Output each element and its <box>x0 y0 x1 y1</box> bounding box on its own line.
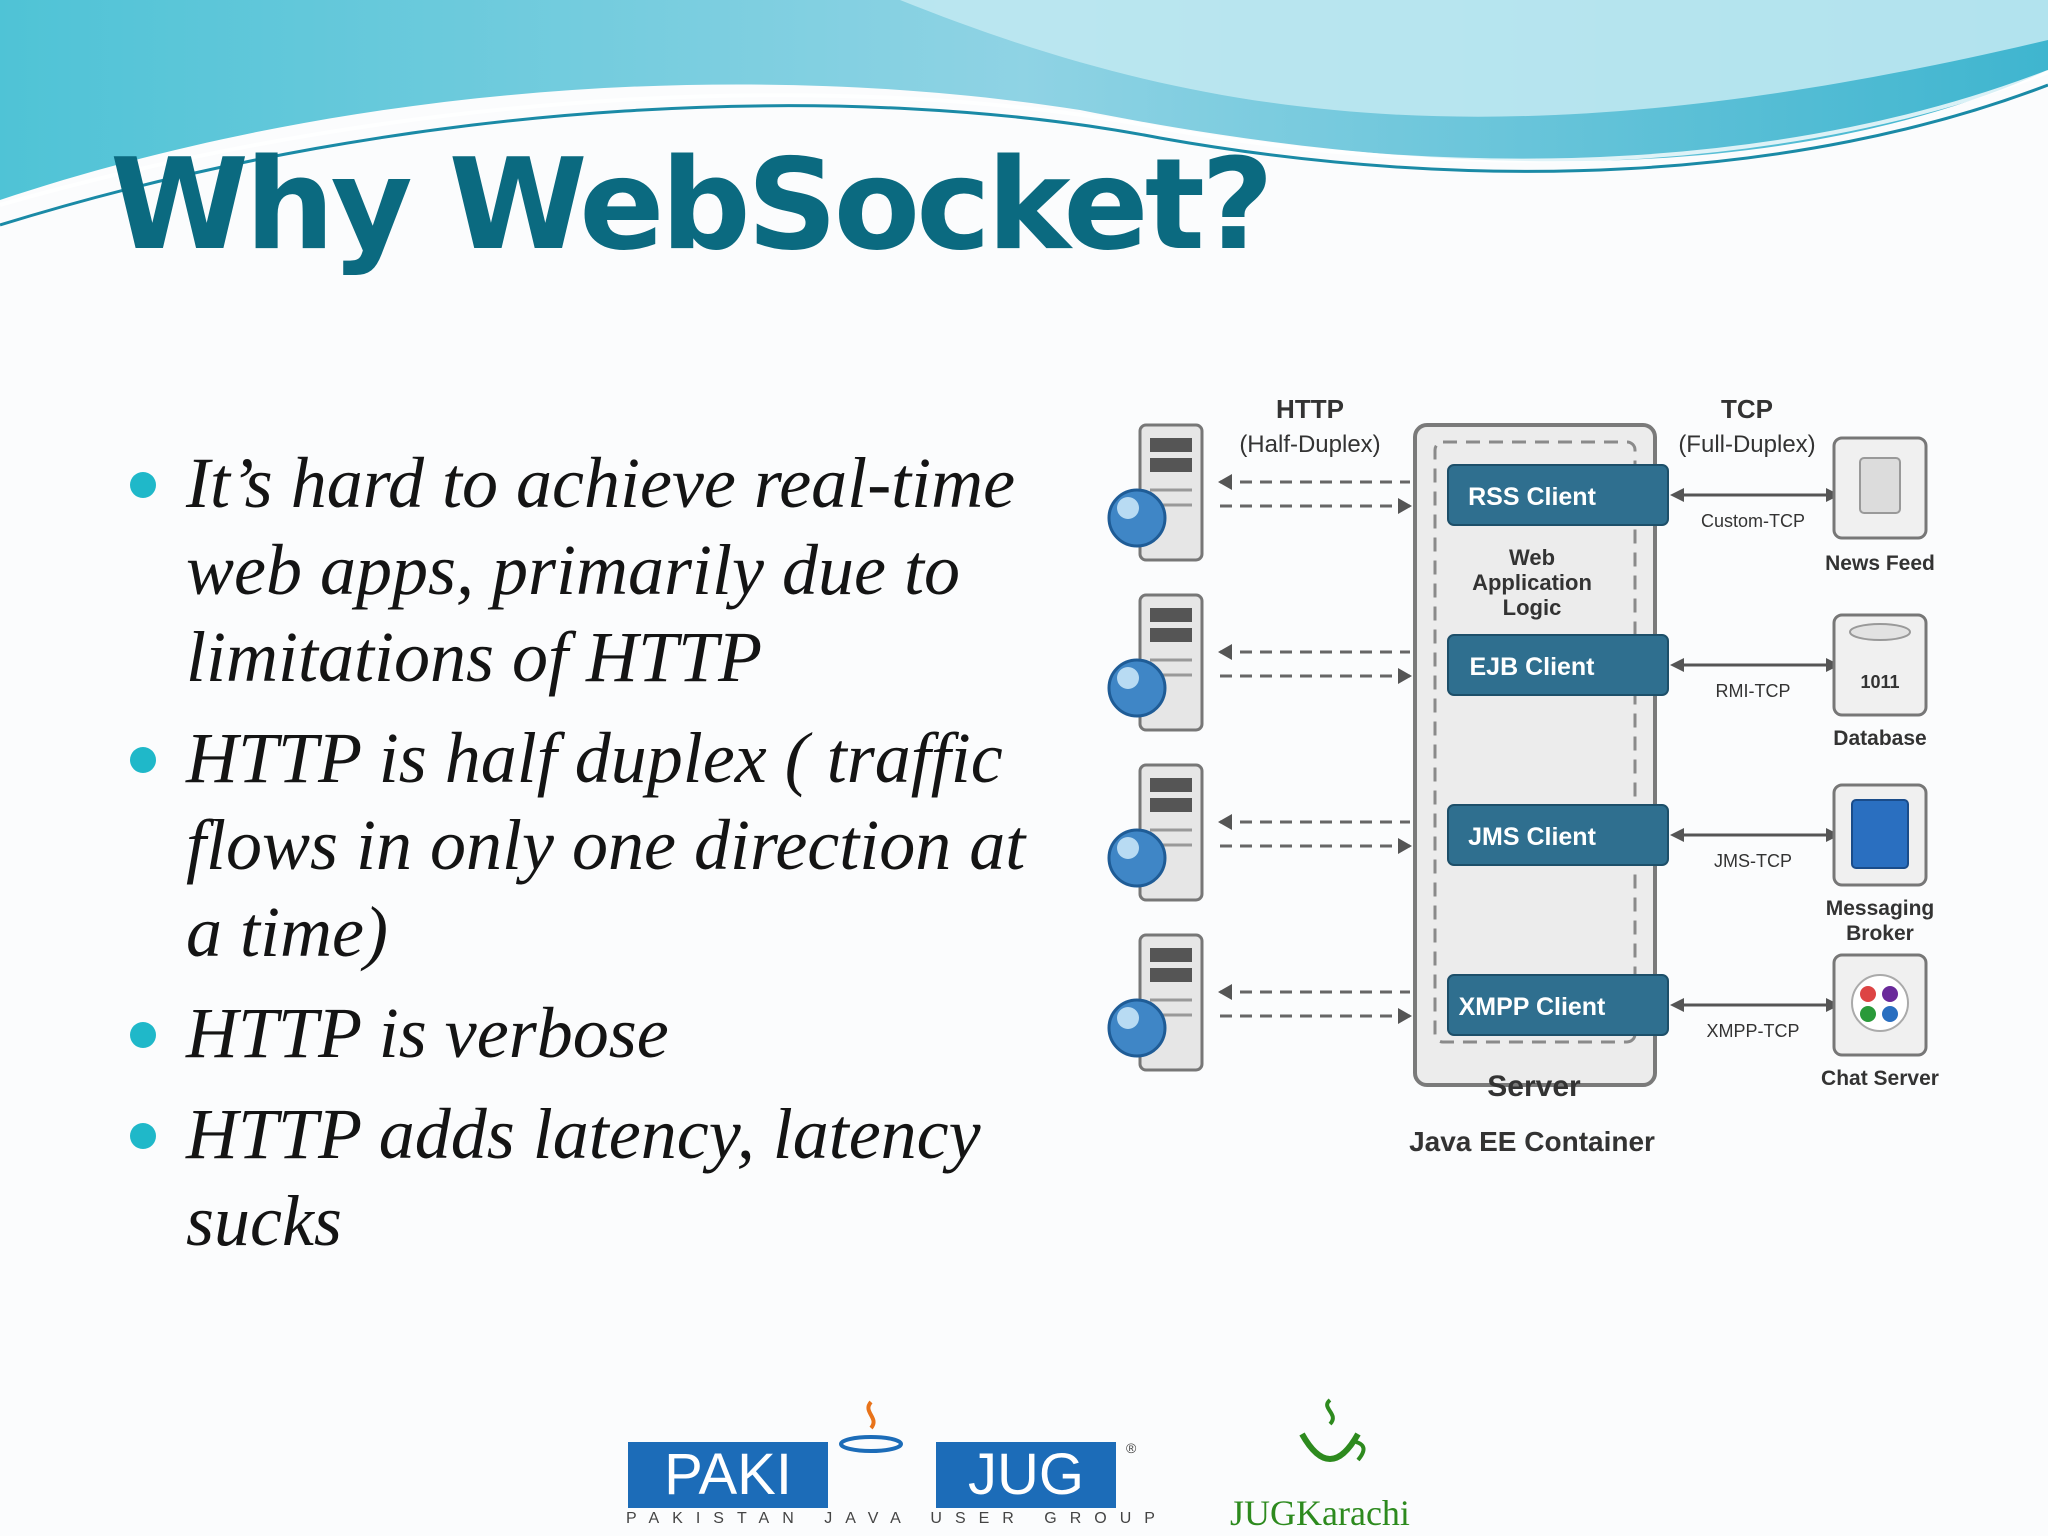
websocket-architecture-diagram: HTTP (Half-Duplex) TCP (Full-Duplex) Web… <box>1107 394 1939 1157</box>
browser-client-icon <box>1107 763 1204 902</box>
tcp-label: TCP <box>1721 394 1773 424</box>
http-half-duplex-arrows <box>1218 474 1412 514</box>
http-half-duplex-arrows <box>1218 984 1412 1024</box>
client-label: JMS Client <box>1468 823 1596 851</box>
tcp-full-duplex-arrow <box>1670 828 1840 842</box>
messaging-broker-icon <box>1832 783 1928 887</box>
news-feed-icon <box>1832 436 1928 540</box>
bullet-item: It’s hard to achieve real-time web apps,… <box>128 440 1058 701</box>
service-label: Broker <box>1846 922 1914 945</box>
bullet-item: HTTP adds latency, latency sucks <box>128 1091 1058 1265</box>
browser-client-icon <box>1107 593 1204 732</box>
diagram-row: JMS Client JMS-TCP Messaging Broker <box>1107 763 1935 945</box>
database-icon: 1011 <box>1832 613 1928 717</box>
registered-mark: ® <box>1126 1440 1137 1456</box>
service-label: Database <box>1833 727 1926 750</box>
http-half-duplex-arrows <box>1218 644 1412 684</box>
coffee-cup-icon <box>1299 1398 1366 1462</box>
client-label: RSS Client <box>1468 483 1596 511</box>
container-box <box>1413 423 1657 1087</box>
client-label: EJB Client <box>1469 653 1595 681</box>
server-box <box>1433 440 1637 1044</box>
diagram-row: RSS Client Custom-TCP News Feed <box>1107 423 1935 575</box>
logic-label-line: Logic <box>1503 595 1562 620</box>
http-sub-label: (Half-Duplex) <box>1239 431 1380 458</box>
tcp-full-duplex-arrow <box>1670 658 1840 672</box>
chat-server-icon <box>1832 953 1928 1057</box>
slide-title: Why WebSocket? <box>110 131 1274 278</box>
tcp-sub-label: (Full-Duplex) <box>1678 431 1815 458</box>
service-label: Messaging <box>1826 897 1935 920</box>
database-icon-text: 1011 <box>1860 672 1899 692</box>
jugkarachi-logo: JUGKarachi <box>1230 1394 1490 1534</box>
protocol-label: JMS-TCP <box>1714 851 1792 871</box>
logic-label-line: Web <box>1509 545 1555 570</box>
browser-client-icon <box>1107 423 1204 562</box>
client-box <box>1447 974 1669 1036</box>
jugkarachi-text: JUGKarachi <box>1230 1493 1410 1533</box>
diagram-row: XMPP Client XMPP-TCP Chat Server <box>1107 933 1939 1090</box>
protocol-label: RMI-TCP <box>1716 681 1791 701</box>
bullet-list: It’s hard to achieve real-time web apps,… <box>128 440 1058 1279</box>
tcp-full-duplex-arrow <box>1670 488 1840 502</box>
container-label: Java EE Container <box>1409 1126 1655 1157</box>
server-label: Server <box>1487 1070 1581 1103</box>
client-box <box>1447 634 1669 696</box>
service-label: Chat Server <box>1821 1067 1939 1090</box>
http-label: HTTP <box>1276 394 1344 424</box>
logic-label-line: Application <box>1472 570 1592 595</box>
client-box <box>1447 464 1669 526</box>
protocol-label: Custom-TCP <box>1701 511 1805 531</box>
client-box <box>1447 804 1669 866</box>
pakijug-logo: PAKI JUG ® PAKISTAN JAVA USER GROUP <box>616 1394 1155 1534</box>
pakijug-right-text: JUG <box>936 1442 1116 1508</box>
pakijug-subtitle: PAKISTAN JAVA USER GROUP <box>626 1510 1168 1527</box>
diagram-row: EJB Client RMI-TCP 1011 Database <box>1107 593 1928 750</box>
http-half-duplex-arrows <box>1218 814 1412 854</box>
header-wave-decoration <box>0 0 2048 227</box>
protocol-label: XMPP-TCP <box>1706 1021 1799 1041</box>
service-label: News Feed <box>1825 552 1935 575</box>
java-cup-icon <box>839 1400 903 1453</box>
browser-client-icon <box>1107 933 1204 1072</box>
bullet-item: HTTP is half duplex ( traffic flows in o… <box>128 715 1058 976</box>
client-label: XMPP Client <box>1459 993 1606 1021</box>
tcp-full-duplex-arrow <box>1670 998 1840 1012</box>
bullet-item: HTTP is verbose <box>128 990 1058 1077</box>
pakijug-left-text: PAKI <box>628 1442 828 1508</box>
